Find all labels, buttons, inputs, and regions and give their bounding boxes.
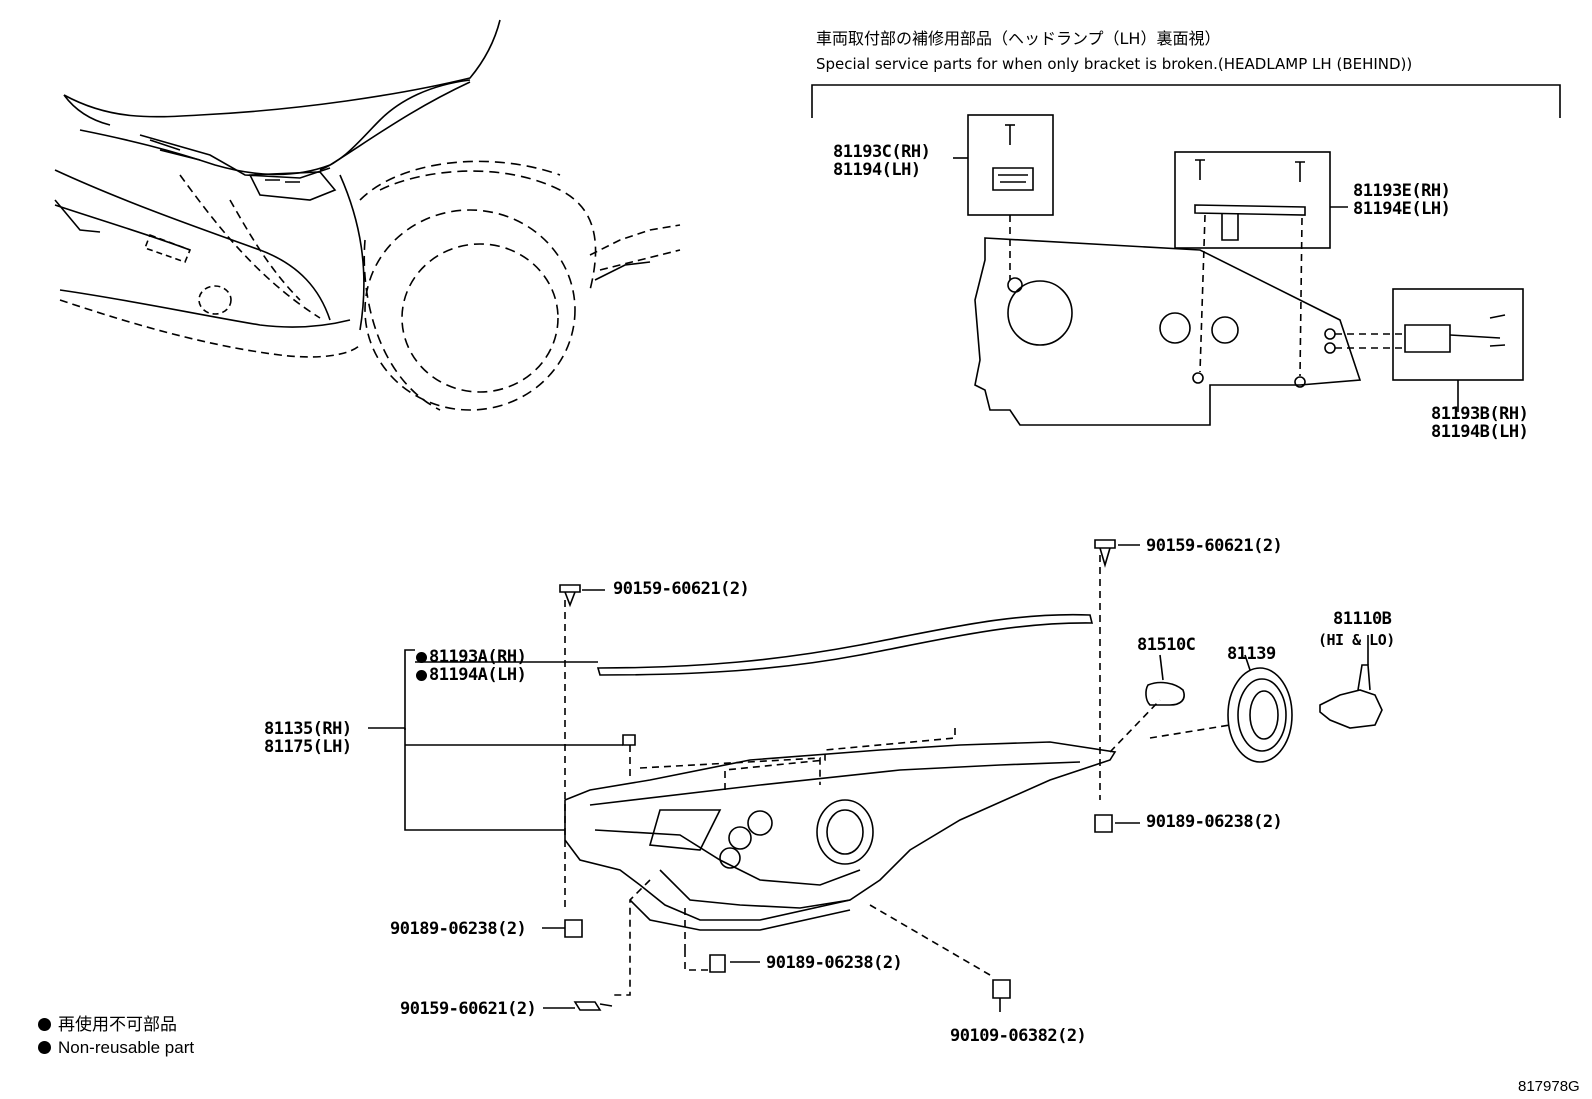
part-label-nut-bottom: 90189-06238(2): [766, 953, 903, 973]
part-label-nut-right: 90189-06238(2): [1146, 812, 1283, 832]
legend-en: Non-reusable part: [38, 1038, 194, 1058]
part-label-screw-top-left: 90159-60621(2): [613, 579, 750, 599]
part-label-81139: 81139: [1227, 644, 1276, 664]
part-label-nut-left: 90189-06238(2): [390, 919, 527, 939]
part-label-bolt-bottom: 90109-06382(2): [950, 1026, 1087, 1046]
part-label-81194e: 81194E(LH): [1353, 199, 1451, 219]
legend-dot-icon: [38, 1018, 51, 1031]
part-label-81194a: 81194A(LH): [416, 665, 527, 685]
part-label-81194b: 81194B(LH): [1431, 422, 1529, 442]
part-label-81175: 81175(LH): [264, 737, 352, 757]
header-title-en: Special service parts for when only brac…: [816, 55, 1413, 73]
header-title-jp: 車両取付部の補修用部品（ヘッドランプ（LH）裏面視）: [816, 29, 1221, 48]
bracket-inset: [811, 84, 1561, 426]
part-label-81193e: 81193E(RH): [1353, 181, 1451, 201]
non-reusable-dot-icon: [416, 670, 427, 681]
part-label-81510c: 81510C: [1137, 635, 1196, 655]
part-label-81193c: 81193C(RH): [833, 142, 931, 162]
part-label-81194a-text: 81194A(LH): [429, 665, 527, 685]
headlamp-assembly-illustration: [368, 539, 1383, 1012]
part-label-81193b: 81193B(RH): [1431, 404, 1529, 424]
part-label-81110b-note: (HI & LO): [1318, 631, 1395, 649]
part-label-81193a-text: 81193A(RH): [429, 647, 527, 667]
non-reusable-dot-icon: [416, 652, 427, 663]
part-label-screw-top-right: 90159-60621(2): [1146, 536, 1283, 556]
part-label-81135: 81135(RH): [264, 719, 352, 739]
legend-dot-icon: [38, 1041, 51, 1054]
vehicle-front-illustration: [54, 19, 681, 411]
part-label-screw-bottom-left: 90159-60621(2): [400, 999, 537, 1019]
legend-jp-text: 再使用不可部品: [58, 1015, 177, 1034]
part-label-81194: 81194(LH): [833, 160, 921, 180]
part-label-81110b: 81110B: [1333, 609, 1392, 629]
part-label-81193a: 81193A(RH): [416, 647, 527, 667]
figure-code: 817978G: [1518, 1078, 1580, 1095]
legend-jp: 再使用不可部品: [38, 1015, 177, 1035]
legend-en-text: Non-reusable part: [58, 1038, 195, 1057]
